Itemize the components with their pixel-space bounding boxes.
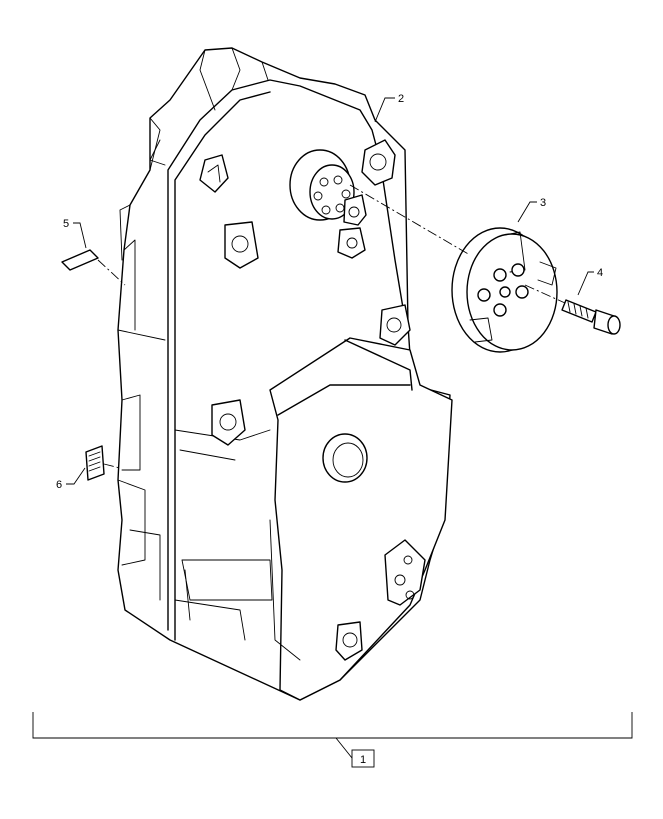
- callout-1: 1: [360, 754, 366, 766]
- centerline-shaft: [349, 184, 471, 256]
- leader-1: [335, 737, 353, 759]
- callout-3: 3: [540, 197, 546, 209]
- leader-3: [517, 201, 537, 223]
- centerline-screw: [524, 284, 566, 304]
- callout-4: 4: [597, 267, 603, 279]
- item-1-box: [351, 749, 375, 768]
- leader-2: [374, 97, 395, 123]
- decal-label: [85, 445, 105, 481]
- centerline-decal: [103, 463, 121, 469]
- callout-5: 5: [63, 218, 69, 230]
- leader-6: [66, 467, 86, 485]
- centerline-wedge: [97, 259, 126, 286]
- coupling-disc: [451, 227, 558, 353]
- leader-4: [577, 271, 594, 296]
- callout-2: 2: [398, 93, 404, 105]
- wedge-plate: [61, 249, 99, 271]
- callout-6: 6: [56, 479, 62, 491]
- assembly-bracket: [32, 712, 633, 739]
- leader-5: [73, 222, 87, 249]
- housing-assembly: [117, 47, 453, 701]
- cap-screw: [561, 299, 621, 335]
